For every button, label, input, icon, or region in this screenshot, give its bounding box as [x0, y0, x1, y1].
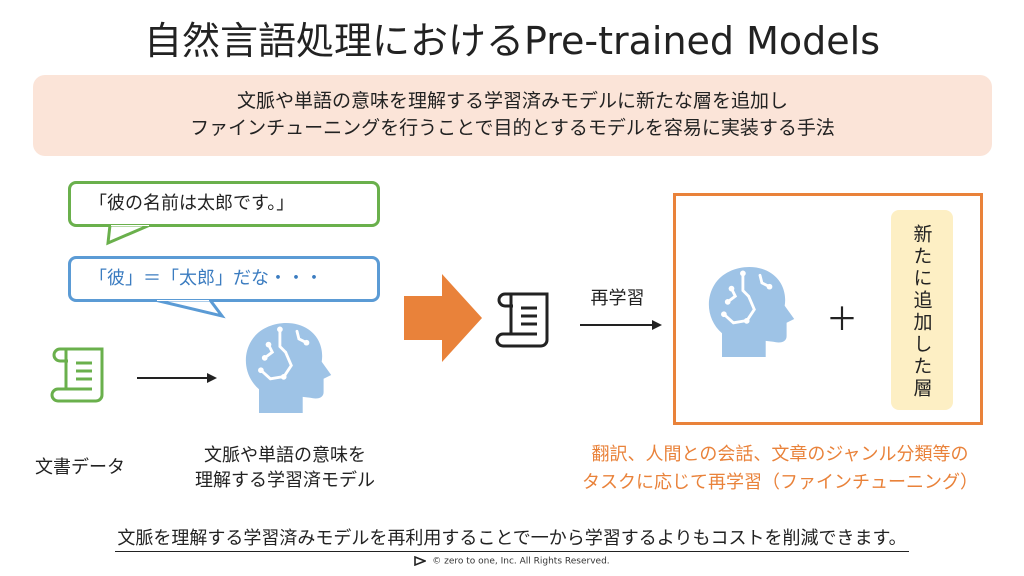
bubble-tail-blue	[154, 300, 226, 319]
model-label-line-1: 文脈や単語の意味を	[204, 445, 366, 466]
document-scroll-icon	[50, 347, 104, 403]
plus-icon: ＋	[826, 300, 859, 338]
footer: © zero to one, Inc. All Rights Reserved.	[0, 555, 1024, 567]
big-orange-arrow-icon	[404, 274, 482, 362]
company-logo-icon	[414, 555, 428, 567]
page-title: 自然言語処理におけるPre-trained Models	[143, 19, 881, 63]
retrain-label: 再学習	[590, 288, 645, 309]
bubble-tail-green	[106, 225, 151, 246]
summary-line: 文脈を理解する学習済みモデルを再利用することで一から学習するよりもコストを削減で…	[115, 528, 909, 552]
task-line-2: タスクに応じて再学習（ファインチューニング）	[582, 472, 978, 493]
model-label-line-2: 理解する学習済モデル	[195, 470, 375, 491]
lead-box: 文脈や単語の意味を理解する学習済みモデルに新たな層を追加し ファインチューニング…	[33, 75, 992, 156]
copyright-text: © zero to one, Inc. All Rights Reserved.	[432, 556, 610, 567]
pretrained-model-label: 文脈や単語の意味を 理解する学習済モデル	[170, 443, 400, 493]
task-line-1: 翻訳、人間との会話、文章のジャンル分類等の	[591, 444, 969, 465]
lead-line-2: ファインチューニングを行うことで目的とするモデルを容易に実装する手法	[190, 117, 835, 139]
document-data-label: 文書データ	[35, 457, 125, 478]
arrow-right-icon	[137, 373, 217, 383]
speech-bubble-green: 「彼の名前は太郎です。」	[68, 181, 380, 227]
brain-head-icon	[708, 266, 795, 357]
new-layer-box: 新たに追加した層	[891, 210, 953, 410]
summary-text: 文脈を理解する学習済みモデルを再利用することで一から学習するよりもコストを削減で…	[0, 524, 1024, 552]
finetuned-model-box	[673, 193, 983, 425]
lead-line-1: 文脈や単語の意味を理解する学習済みモデルに新たな層を追加し	[236, 90, 788, 112]
arrow-right-icon	[580, 320, 662, 330]
task-description: 翻訳、人間との会話、文章のジャンル分類等の タスクに応じて再学習（ファインチュー…	[540, 441, 1020, 497]
document-scroll-black-icon	[495, 292, 549, 348]
brain-head-icon	[245, 322, 332, 413]
speech-bubble-blue: 「彼」＝「太郎」だな・・・	[68, 256, 380, 302]
